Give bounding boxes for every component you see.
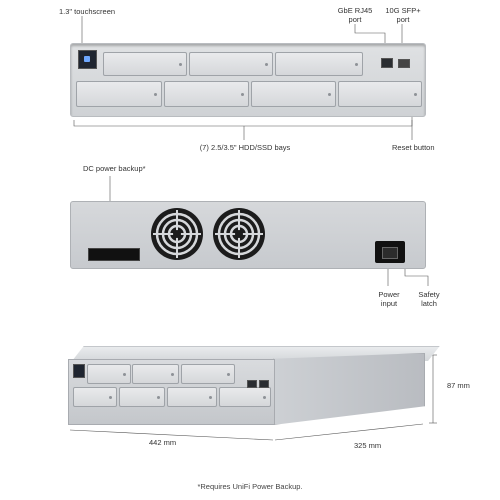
drive-bay <box>73 387 117 407</box>
drive-bay <box>219 387 271 407</box>
chassis-front-iso <box>68 359 275 425</box>
height-dimension: 87 mm <box>447 381 470 390</box>
hdd-bays-label: (7) 2.5/3.5" HDD/SSD bays <box>199 143 291 152</box>
gbe-rj45-port <box>381 58 393 68</box>
footnote: *Requires UniFi Power Backup. <box>197 482 303 491</box>
drive-bay <box>251 81 336 107</box>
drive-bay <box>338 81 422 107</box>
touchscreen-iso <box>73 364 85 378</box>
dc-power-backup-port <box>88 248 140 261</box>
drive-bay <box>164 81 249 107</box>
gbe-rj45-port <box>247 380 257 388</box>
touchscreen <box>78 50 97 69</box>
drive-bay <box>87 364 131 384</box>
sfp-port <box>398 59 410 68</box>
chassis-side <box>273 353 425 425</box>
drive-bay <box>167 387 217 407</box>
sfp-port-label: 10G SFP+ port <box>385 6 421 24</box>
reset-button-label: Reset button <box>392 143 435 152</box>
safety-latch-label: Safety latch <box>418 290 440 308</box>
fan-icon <box>213 208 265 260</box>
power-input-socket <box>375 241 405 263</box>
drive-bay <box>132 364 179 384</box>
drive-bay <box>103 52 187 76</box>
sfp-port <box>259 380 269 388</box>
drive-bay <box>275 52 363 76</box>
dc-power-backup-label: DC power backup* <box>83 164 146 173</box>
drive-bay <box>189 52 273 76</box>
drive-bay <box>119 387 165 407</box>
gbe-port-label: GbE RJ45 port <box>337 6 373 24</box>
width-dimension: 442 mm <box>149 438 177 447</box>
rear-panel <box>70 201 426 269</box>
screen-indicator-icon <box>84 56 90 62</box>
power-input-label: Power input <box>378 290 400 308</box>
fan-icon <box>151 208 203 260</box>
drive-bay <box>181 364 235 384</box>
touchscreen-label: 1.3" touchscreen <box>59 7 116 16</box>
drive-bay <box>76 81 162 107</box>
depth-dimension: 325 mm <box>354 441 382 450</box>
front-panel <box>70 43 426 117</box>
